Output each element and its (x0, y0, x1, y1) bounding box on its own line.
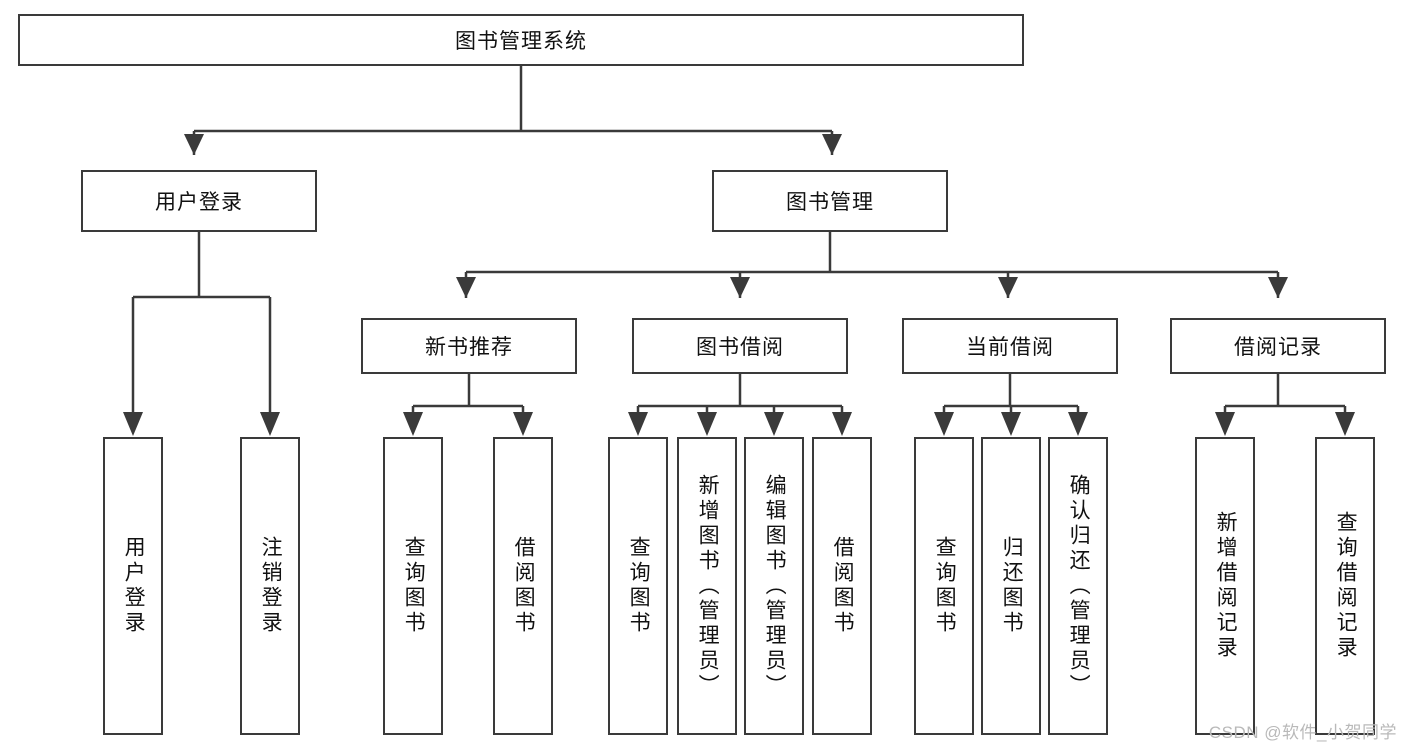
node-user-login[interactable]: 用户登录 (81, 170, 317, 232)
node-leaf-query-book-3-label: 查询图书 (933, 536, 957, 636)
node-current-borrow-label: 当前借阅 (966, 336, 1054, 359)
node-borrow-record[interactable]: 借阅记录 (1170, 318, 1386, 374)
node-current-borrow[interactable]: 当前借阅 (902, 318, 1118, 374)
node-leaf-return-book-label: 归还图书 (1000, 536, 1024, 636)
node-leaf-query-book-2-label: 查询图书 (627, 536, 651, 636)
node-leaf-user-login[interactable]: 用户登录 (103, 437, 163, 735)
node-leaf-logout-label: 注销登录 (259, 536, 283, 636)
node-user-login-label: 用户登录 (155, 191, 243, 214)
node-leaf-query-record[interactable]: 查询借阅记录 (1315, 437, 1375, 735)
node-book-management[interactable]: 图书管理 (712, 170, 948, 232)
node-leaf-borrow-book-2[interactable]: 借阅图书 (812, 437, 872, 735)
node-leaf-add-book-label: 新增图书（管理员） (696, 473, 720, 699)
node-borrow-record-label: 借阅记录 (1234, 336, 1322, 359)
node-leaf-logout[interactable]: 注销登录 (240, 437, 300, 735)
node-leaf-add-record-label: 新增借阅记录 (1214, 511, 1238, 661)
node-book-management-label: 图书管理 (786, 191, 874, 214)
node-new-book-recommend-label: 新书推荐 (425, 336, 513, 359)
node-leaf-query-book-3[interactable]: 查询图书 (914, 437, 974, 735)
node-root[interactable]: 图书管理系统 (18, 14, 1024, 66)
node-book-borrow[interactable]: 图书借阅 (632, 318, 848, 374)
node-leaf-confirm-return[interactable]: 确认归还（管理员） (1048, 437, 1108, 735)
node-leaf-borrow-book-2-label: 借阅图书 (831, 536, 855, 636)
node-new-book-recommend[interactable]: 新书推荐 (361, 318, 577, 374)
node-leaf-add-record[interactable]: 新增借阅记录 (1195, 437, 1255, 735)
node-leaf-query-book-2[interactable]: 查询图书 (608, 437, 668, 735)
node-leaf-borrow-book-1-label: 借阅图书 (512, 536, 536, 636)
node-leaf-query-book-1[interactable]: 查询图书 (383, 437, 443, 735)
node-leaf-borrow-book-1[interactable]: 借阅图书 (493, 437, 553, 735)
node-leaf-return-book[interactable]: 归还图书 (981, 437, 1041, 735)
node-root-label: 图书管理系统 (455, 30, 587, 53)
node-leaf-edit-book-label: 编辑图书（管理员） (763, 473, 787, 699)
node-leaf-query-book-1-label: 查询图书 (402, 536, 426, 636)
node-leaf-user-login-label: 用户登录 (122, 536, 146, 636)
node-leaf-edit-book[interactable]: 编辑图书（管理员） (744, 437, 804, 735)
node-book-borrow-label: 图书借阅 (696, 336, 784, 359)
watermark-text: CSDN @软件_小贺同学 (1208, 723, 1397, 742)
node-leaf-add-book[interactable]: 新增图书（管理员） (677, 437, 737, 735)
node-leaf-query-record-label: 查询借阅记录 (1334, 511, 1358, 661)
node-leaf-confirm-return-label: 确认归还（管理员） (1067, 473, 1091, 699)
